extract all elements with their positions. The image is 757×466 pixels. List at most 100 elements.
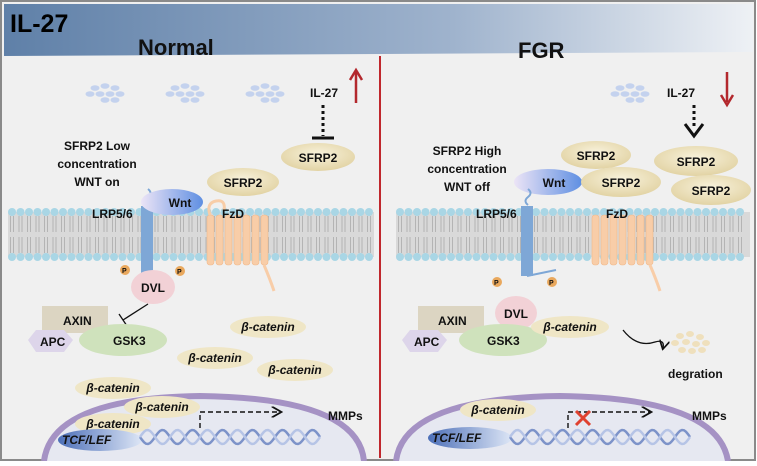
- cell-membrane: [8, 208, 374, 261]
- beta-catenin: [75, 377, 151, 399]
- beta-catenin-label: β-catenin: [85, 417, 139, 431]
- fzd-loop: [207, 199, 226, 216]
- gsk3-label: GSK3: [487, 334, 520, 348]
- gsk3-label: GSK3: [113, 334, 146, 348]
- ligand-cluster: [610, 83, 650, 103]
- tcf-lef-label: TCF/LEF: [62, 433, 112, 447]
- dna-helix: [138, 428, 322, 446]
- tcf-lef-label: TCF/LEF: [432, 431, 482, 445]
- phosphate-label: P: [549, 280, 554, 287]
- apc-label: APC: [40, 335, 66, 349]
- mmps-label: MMPs: [328, 409, 363, 423]
- mmps-label: MMPs: [692, 409, 727, 423]
- phosphate: [492, 277, 502, 287]
- wnt-label: Wnt: [169, 196, 192, 210]
- fgr-panel: FGR IL-27 SFRP2 SFRP2 SFRP2 High concent…: [393, 38, 751, 462]
- fzd-label: FzD: [606, 207, 628, 221]
- sfrp2-label: SFRP2: [224, 176, 263, 190]
- beta-catenin-label: β-catenin: [187, 351, 241, 365]
- fzd-tail: [648, 264, 662, 292]
- down-arrow-head: [719, 94, 735, 108]
- beta-catenin-label: β-catenin: [85, 381, 139, 395]
- normal-title: Normal: [138, 35, 214, 60]
- status-line-2: concentration: [57, 157, 136, 171]
- fzd-tail: [262, 264, 276, 292]
- dvl-inhibition-bar: [118, 313, 128, 327]
- block-x-icon: [574, 409, 592, 427]
- status-line-1: SFRP2 Low: [64, 139, 131, 153]
- beta-catenin-label: β-catenin: [267, 363, 321, 377]
- sfrp2-label: SFRP2: [602, 176, 641, 190]
- wnt-ligand: [141, 189, 203, 215]
- phosphate-label: P: [177, 269, 182, 276]
- dvl-protein: [131, 270, 175, 304]
- sfrp2-protein: [671, 175, 751, 205]
- promotion-arrow-head: [683, 123, 705, 139]
- lrp-tail: [526, 269, 557, 277]
- apc-protein: [402, 330, 447, 352]
- beta-catenin-label: β-catenin: [470, 403, 524, 417]
- beta-catenin: [257, 359, 333, 381]
- fgr-title: FGR: [518, 38, 565, 63]
- dvl-label: DVL: [141, 281, 165, 295]
- status-line-2: concentration: [427, 162, 506, 176]
- normal-il27-label: IL-27: [310, 86, 338, 100]
- sfrp2-label: SFRP2: [577, 149, 616, 163]
- tcf-lef-factor: [428, 427, 512, 449]
- beta-catenin: [230, 316, 306, 338]
- apc-protein: [28, 330, 73, 352]
- gsk3-protein: [459, 324, 547, 356]
- dvl-label: DVL: [504, 307, 528, 321]
- phosphate: [175, 266, 185, 276]
- blocked-transcription-arrow: [567, 412, 650, 428]
- phosphate-label: P: [122, 268, 127, 275]
- degradation-label: degration: [668, 367, 723, 381]
- wnt-ligand: [514, 169, 582, 195]
- ligand-cluster: [85, 83, 125, 103]
- fzd-label: FzD: [222, 207, 244, 221]
- lrp-receptor: [141, 206, 153, 276]
- sfrp2-label: SFRP2: [677, 155, 716, 169]
- lrp-label: LRP5/6: [92, 207, 133, 221]
- cell-membrane: [396, 208, 750, 261]
- axin-label: AXIN: [63, 314, 92, 328]
- lrp-extracellular-tail: [524, 188, 532, 206]
- ligand-cluster: [245, 83, 285, 103]
- sfrp2-protein: [207, 168, 279, 196]
- degraded-fragments: [671, 331, 710, 354]
- fzd-receptor: [591, 214, 654, 266]
- beta-catenin: [460, 399, 536, 421]
- lrp-label: LRP5/6: [476, 207, 517, 221]
- beta-catenin-label: β-catenin: [542, 320, 596, 334]
- phosphate: [547, 277, 557, 287]
- status-line-1: SFRP2 High: [433, 144, 502, 158]
- beta-catenin: [531, 316, 609, 338]
- axin-label: AXIN: [438, 314, 467, 328]
- sfrp2-label: SFRP2: [299, 151, 338, 165]
- phosphate: [120, 265, 130, 275]
- status-line-3: WNT off: [444, 180, 491, 194]
- sfrp2-protein: [654, 146, 738, 176]
- beta-catenin: [124, 396, 200, 418]
- il27-gradient-banner: [4, 4, 753, 56]
- sfrp2-protein: [561, 141, 631, 169]
- normal-panel: Normal IL-27 SFRP2 SFRP2 SFRP2 Low conce…: [8, 35, 374, 462]
- dvl-protein: [495, 296, 537, 330]
- sfrp2-label: SFRP2: [692, 184, 731, 198]
- wnt-label: Wnt: [543, 176, 566, 190]
- sfrp2-protein: [581, 167, 661, 197]
- beta-catenin-label: β-catenin: [240, 320, 294, 334]
- phosphate-label: P: [494, 280, 499, 287]
- ligand-cluster: [165, 83, 205, 103]
- sfrp2-protein: [281, 143, 355, 171]
- transcription-arrow: [199, 412, 280, 428]
- beta-catenin: [177, 347, 253, 369]
- fgr-il27-label: IL-27: [667, 86, 695, 100]
- beta-catenin-label: β-catenin: [134, 400, 188, 414]
- dvl-inhibition-line: [122, 303, 149, 321]
- dna-helix: [508, 428, 692, 446]
- apc-label: APC: [414, 335, 440, 349]
- up-arrow-head: [348, 67, 364, 81]
